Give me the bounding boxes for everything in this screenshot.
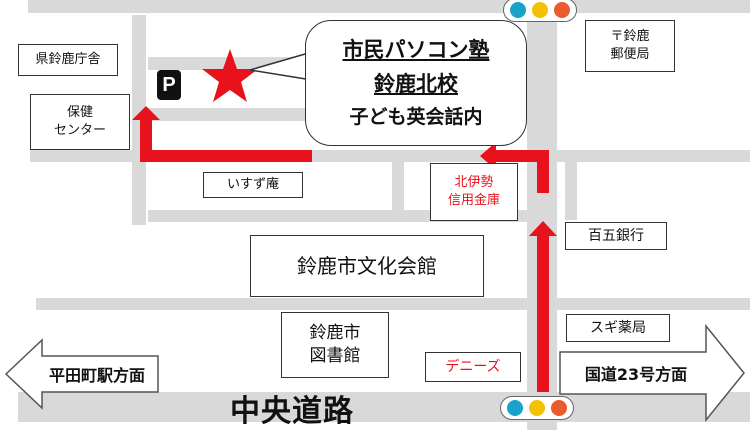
star-icon	[202, 49, 258, 102]
sugi-pharmacy-text: スギ薬局	[590, 319, 646, 336]
signal-red-icon	[551, 400, 567, 416]
route23-direction-text: 国道23号方面	[584, 365, 688, 384]
prefecture-office-text: 県鈴鹿庁舎	[35, 52, 101, 68]
kitaise-bank-text-2: 信用金庫	[447, 193, 500, 208]
prefecture-office-label: 県鈴鹿庁舎	[18, 44, 118, 76]
library-text-1: 鈴鹿市	[309, 323, 361, 344]
signal-yellow-icon	[532, 2, 548, 18]
health-center-text-1: 保健	[66, 105, 93, 121]
hyakugo-bank-label: 百五銀行	[565, 222, 667, 250]
route-left-vertical	[140, 120, 152, 162]
school-name-line3: 子ども英会話内	[349, 105, 483, 128]
isuzu-an-text: いすず庵	[226, 177, 279, 193]
stub-road-right	[565, 162, 577, 220]
signal-blue-icon	[507, 400, 523, 416]
route-main-vertical	[537, 236, 549, 392]
parking-icon: P	[157, 70, 181, 100]
signal-yellow-icon	[529, 400, 545, 416]
school-name-line1: 市民パソコン塾	[342, 37, 490, 62]
dennys-label: デニーズ	[425, 352, 521, 382]
route-upper-horizontal	[496, 150, 549, 162]
culture-hall-text: 鈴鹿市文化会館	[297, 253, 437, 278]
signal-blue-icon	[510, 2, 526, 18]
right-direction-arrow	[559, 323, 745, 423]
kitaise-bank-text-1: 北伊勢	[454, 175, 494, 191]
traffic-signal-top	[503, 0, 577, 22]
traffic-signal-bottom	[500, 396, 574, 420]
library-text-2: 図書館	[309, 346, 361, 366]
culture-hall-label: 鈴鹿市文化会館	[250, 235, 484, 297]
left-direction-arrow	[4, 338, 159, 410]
stub-road-left	[392, 162, 404, 220]
post-office-label: 〒鈴鹿 郵便局	[585, 20, 675, 72]
main-horizontal-road	[18, 392, 750, 422]
health-center-text-2: センター	[53, 123, 106, 138]
route-arrow-up-main	[529, 221, 557, 236]
route-arrow-up-left	[132, 106, 160, 120]
route-left-horizontal	[140, 150, 312, 162]
isuzu-an-label: いすず庵	[203, 172, 303, 198]
main-road-name: 中央道路	[230, 394, 354, 429]
speech-bubble-tail	[249, 51, 313, 81]
school-name-line2: 鈴鹿北校	[374, 72, 458, 97]
health-center-label: 保健 センター	[30, 94, 130, 150]
library-label: 鈴鹿市 図書館	[281, 312, 389, 378]
school-speech-bubble: 市民パソコン塾 鈴鹿北校 子ども英会話内	[305, 20, 527, 146]
side-road-mid	[148, 108, 308, 121]
signal-red-icon	[554, 2, 570, 18]
dennys-text: デニーズ	[445, 358, 501, 375]
sugi-pharmacy-label: スギ薬局	[566, 314, 670, 342]
post-office-text-2: 郵便局	[610, 47, 650, 62]
post-office-text-1: 〒鈴鹿	[610, 29, 650, 45]
hirata-station-direction-text: 平田町駅方面	[48, 366, 145, 385]
lower-middle-road	[36, 298, 750, 310]
kitaise-bank-label: 北伊勢 信用金庫	[430, 163, 518, 221]
hyakugo-bank-text: 百五銀行	[588, 227, 644, 244]
